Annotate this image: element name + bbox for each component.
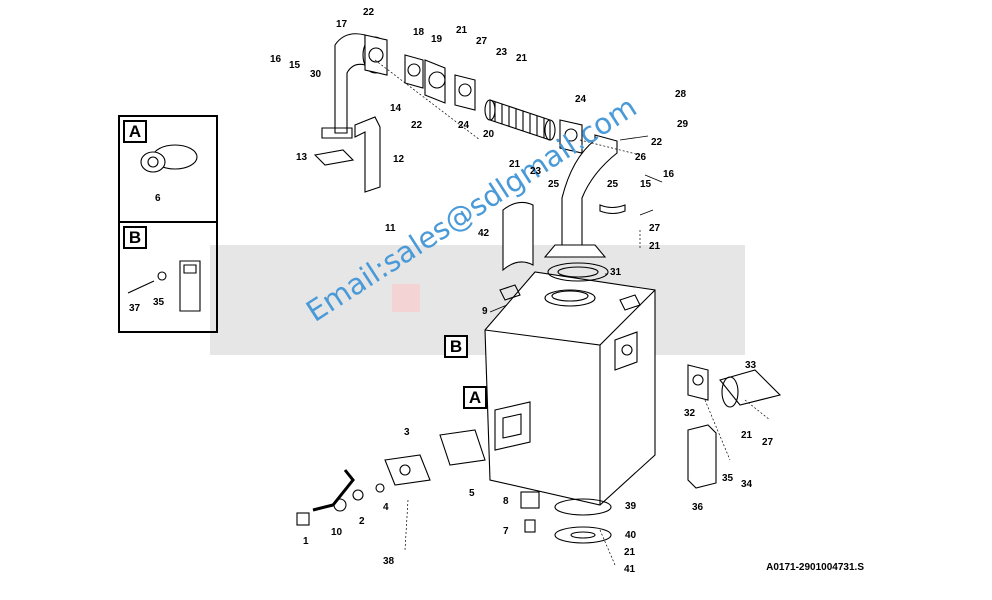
watermark-bar <box>210 245 745 355</box>
detail-tag-a: A <box>123 120 147 143</box>
callout-22b: 22 <box>411 120 423 131</box>
callout-9: 9 <box>482 306 488 317</box>
tank-body <box>484 271 656 506</box>
callout-37: 37 <box>129 303 141 314</box>
detail-box-b: B 35 37 <box>118 221 218 333</box>
callout-4: 4 <box>383 502 389 513</box>
callout-6: 6 <box>155 193 161 204</box>
callout-27b: 27 <box>649 223 661 234</box>
sensor-detail-icon <box>140 144 198 173</box>
callout-39: 39 <box>625 501 637 512</box>
callout-8: 8 <box>503 496 509 507</box>
callout-24b: 24 <box>458 120 470 131</box>
callout-18: 18 <box>413 27 425 38</box>
callout-10: 10 <box>331 527 343 538</box>
callout-22: 22 <box>363 7 375 18</box>
tailpipe-33 <box>719 369 782 408</box>
callout-23: 23 <box>496 47 508 58</box>
callout-23b: 23 <box>530 166 542 177</box>
bellows-20 <box>484 99 556 141</box>
callout-16: 16 <box>270 54 282 65</box>
callout-25b: 25 <box>607 179 619 190</box>
callout-3: 3 <box>404 427 410 438</box>
callout-21c: 21 <box>509 159 521 170</box>
callout-41: 41 <box>624 564 636 575</box>
callout-22c: 22 <box>651 137 663 148</box>
callout-25: 25 <box>548 179 560 190</box>
callout-38: 38 <box>383 556 395 567</box>
callout-12: 12 <box>393 154 405 165</box>
callout-7: 7 <box>503 526 509 537</box>
callout-29: 29 <box>677 119 689 130</box>
callout-30: 30 <box>310 69 322 80</box>
callout-34: 34 <box>741 479 753 490</box>
callout-42: 42 <box>478 228 490 239</box>
callout-15: 15 <box>289 60 301 71</box>
callout-27c: 27 <box>762 437 774 448</box>
detail-tag-b: B <box>123 226 147 249</box>
view-tag-b: B <box>444 335 468 358</box>
callout-21e: 21 <box>741 430 753 441</box>
callout-24: 24 <box>575 94 587 105</box>
callout-16b: 16 <box>663 169 675 180</box>
pipe-26 <box>543 134 618 258</box>
callout-11: 11 <box>385 223 396 234</box>
callout-14: 14 <box>390 103 402 114</box>
callout-19: 19 <box>431 34 443 45</box>
callout-21d: 21 <box>649 241 661 252</box>
callout-20: 20 <box>483 129 495 140</box>
callout-15b: 15 <box>640 179 652 190</box>
callout-33: 33 <box>745 360 757 371</box>
callout-35: 35 <box>722 473 734 484</box>
callout-40: 40 <box>625 530 637 541</box>
callout-36: 36 <box>692 502 704 513</box>
callout-21b: 21 <box>516 53 528 64</box>
bracket-detail-icon <box>127 260 201 312</box>
callout-21: 21 <box>456 25 468 36</box>
callout-28: 28 <box>675 89 687 100</box>
view-tag-a: A <box>463 386 487 409</box>
callout-5: 5 <box>469 488 475 499</box>
callout-21f: 21 <box>624 547 636 558</box>
callout-27: 27 <box>476 36 488 47</box>
callout-32: 32 <box>684 408 696 419</box>
callout-1: 1 <box>303 536 309 547</box>
callout-13: 13 <box>296 152 308 163</box>
callout-17: 17 <box>336 19 348 30</box>
callout-26: 26 <box>635 152 647 163</box>
watermark-accent <box>392 284 420 312</box>
drawing-code: A0171-2901004731.S <box>766 562 864 573</box>
detail-box-a: A 6 <box>118 115 218 223</box>
callout-2: 2 <box>359 516 365 527</box>
callout-35-detail: 35 <box>153 297 165 308</box>
callout-31: 31 <box>610 267 622 278</box>
